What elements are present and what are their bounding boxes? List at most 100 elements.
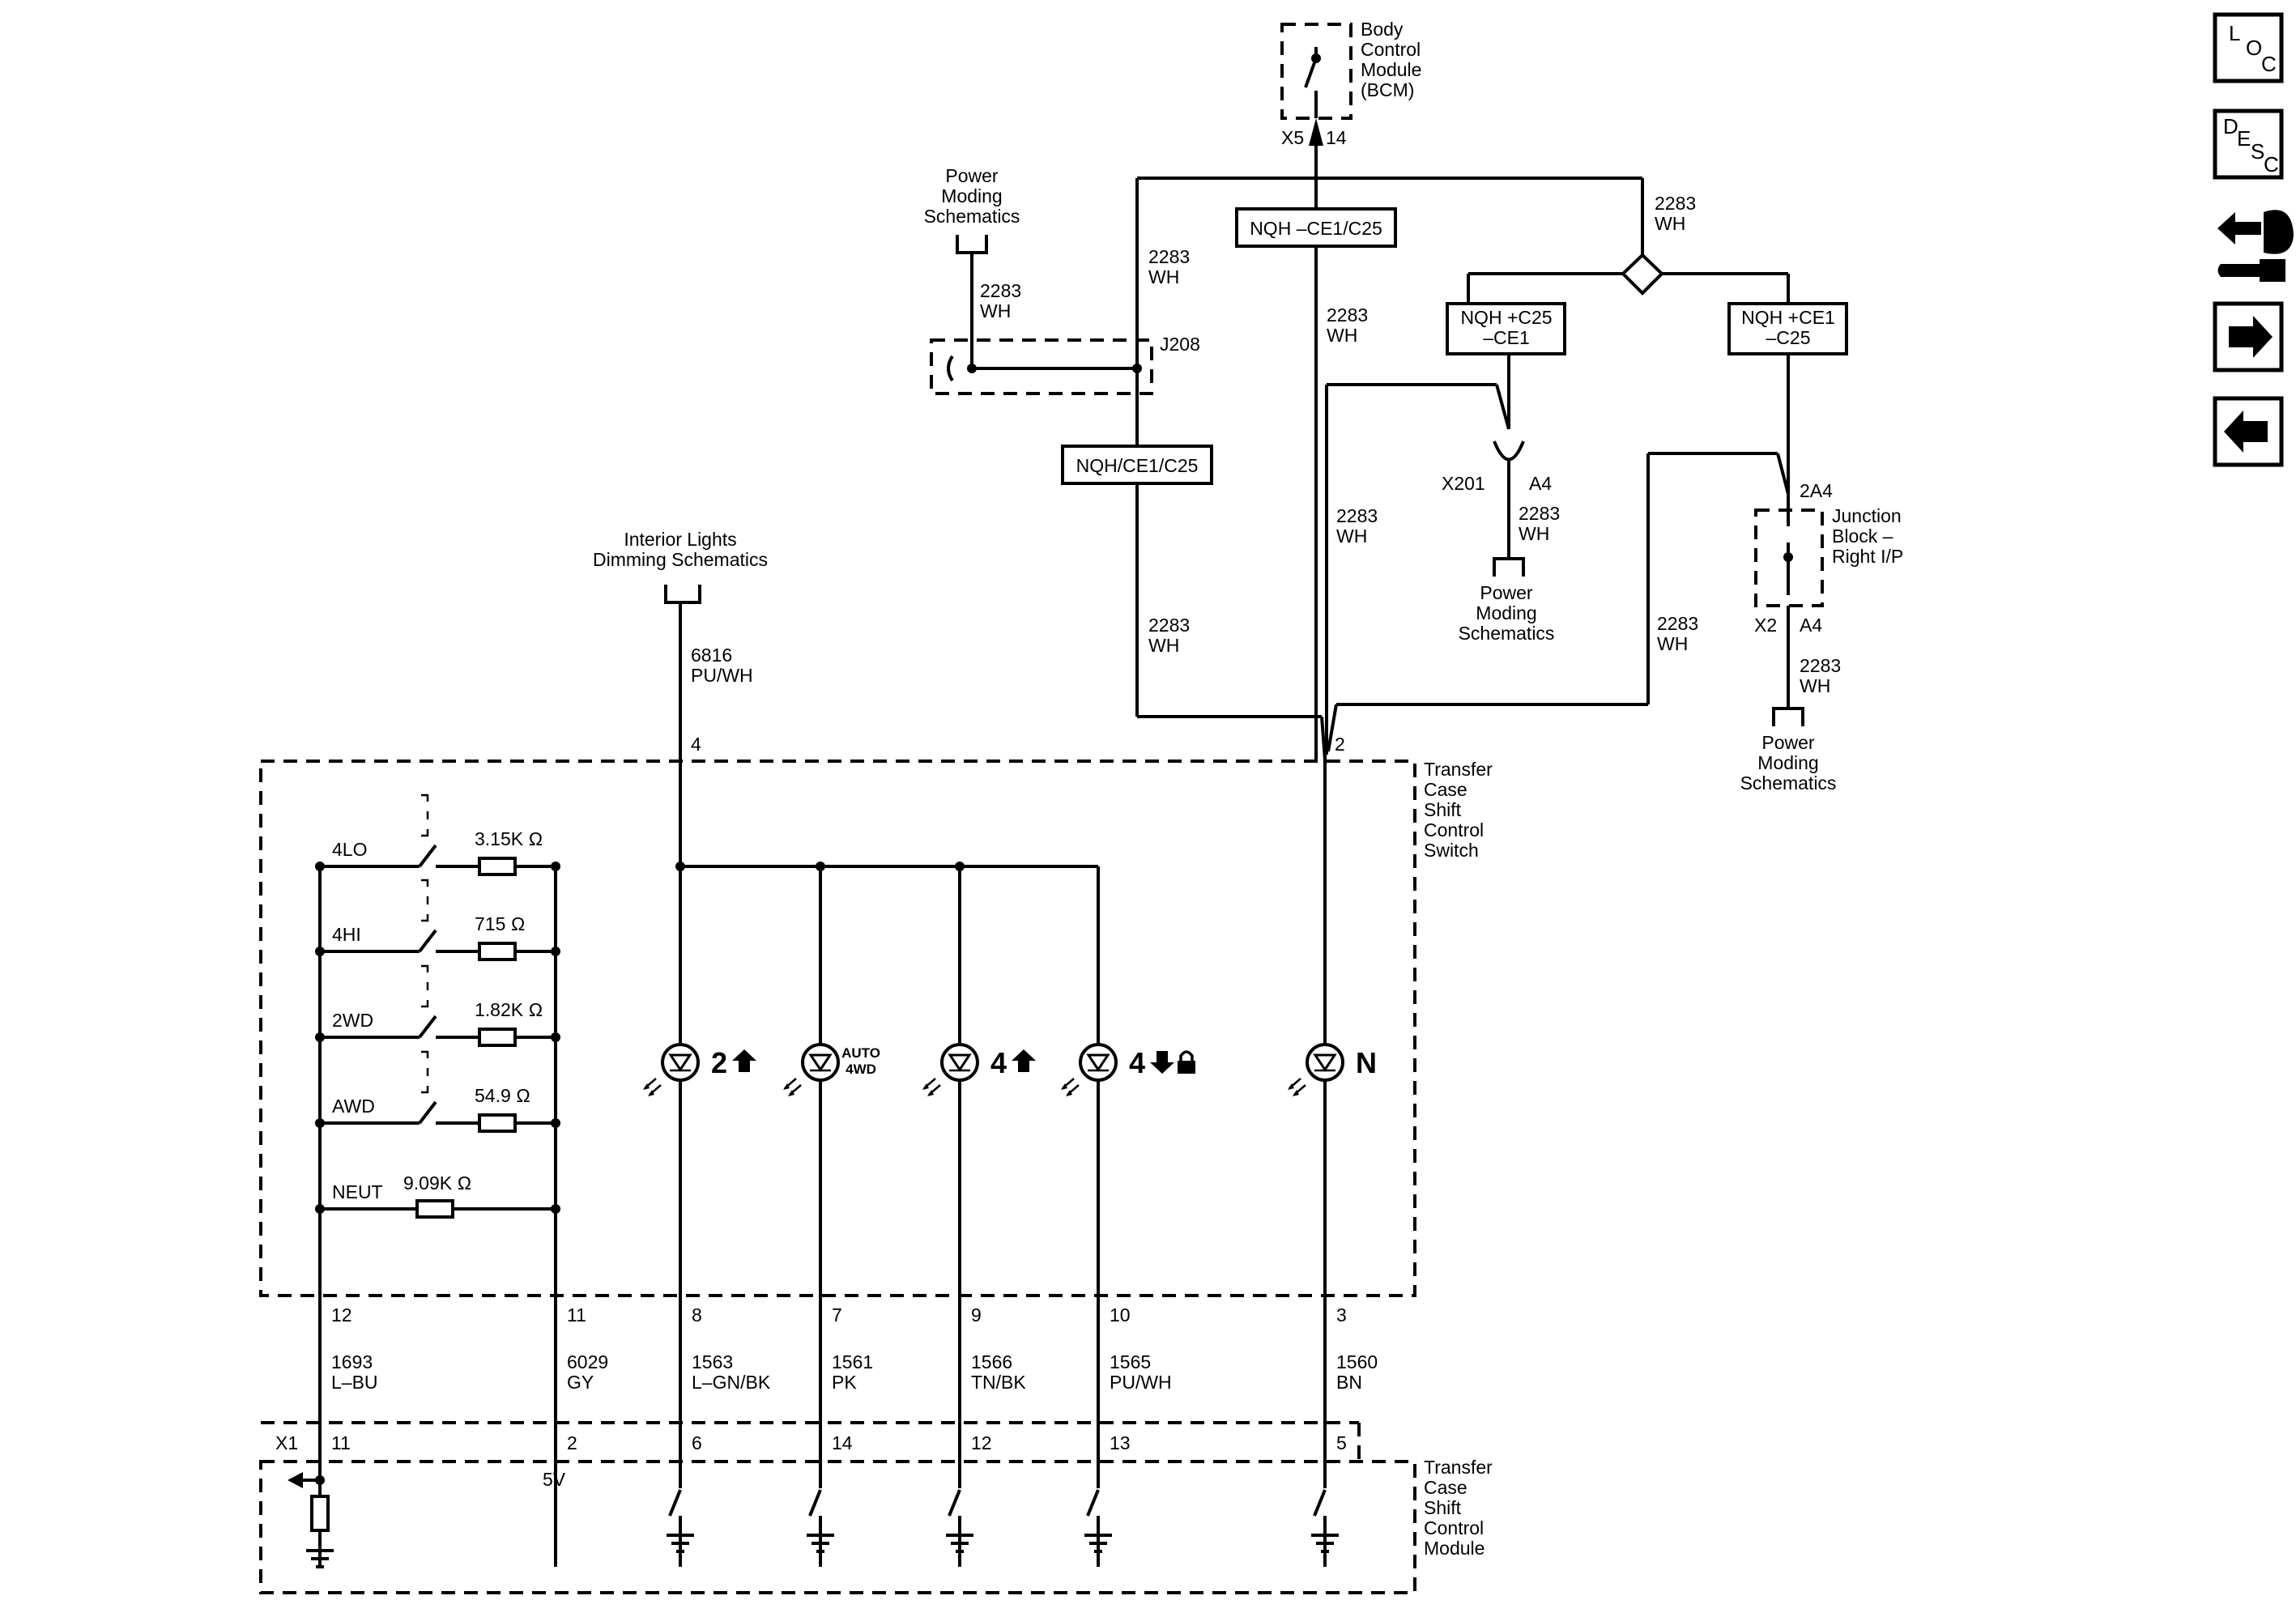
switch-name-line: Transfer — [1424, 759, 1493, 780]
resistor-value: 3.15K Ω — [475, 828, 543, 849]
transfer-case-module: X1 5V Transfer Case Shift Control Module — [259, 1421, 1493, 1594]
module-pin: 5 — [1336, 1432, 1347, 1453]
indicator-symbol: 2 — [711, 1046, 727, 1079]
circuit-number: 1565 — [1110, 1351, 1151, 1372]
module-pin: 11 — [331, 1432, 351, 1453]
switch-position-label: 4LO — [332, 839, 367, 860]
resistor-icon — [415, 1199, 454, 1219]
jb-top-pin: 2A4 — [1800, 480, 1833, 501]
loc-button[interactable]: L O C — [2213, 12, 2284, 83]
transfer-case-switch: 2 Transfer Case Shift Control Switch 4LO… — [259, 734, 1493, 1567]
switch-position-label: 4HI — [332, 924, 361, 945]
pullup-resistor-icon — [310, 1495, 330, 1532]
splice-break-icon — [947, 355, 954, 382]
left-arrow-icon — [2224, 411, 2268, 453]
wire-circuit-label: 2283 — [980, 280, 1021, 301]
bcm-pin: 14 — [1326, 127, 1347, 148]
driver-switch-icon — [948, 1489, 961, 1517]
switch-contact-icon — [418, 929, 437, 953]
resistor-icon — [478, 1113, 517, 1133]
inline-connector-icon — [1493, 440, 1525, 462]
option-box-mid-line: NQH +C25 — [1460, 307, 1552, 328]
up-arrow-icon — [1012, 1049, 1036, 1072]
wire-color-label: WH — [1336, 526, 1367, 547]
wire-color-label: WH — [1148, 266, 1179, 287]
switch-pin: 12 — [331, 1304, 352, 1326]
wire-color-label: WH — [1800, 675, 1830, 696]
schematic-ref-bracket-icon — [1493, 557, 1525, 577]
ground-icon — [807, 1534, 834, 1553]
switch-name-line: Shift — [1424, 799, 1462, 820]
option-box-left: NQH/CE1/C25 — [1061, 445, 1213, 485]
connector-view-button[interactable] — [2217, 210, 2294, 282]
wire-color-label: WH — [1657, 633, 1688, 654]
option-box-right: NQH +CE1 –C25 — [1727, 302, 1848, 355]
ground-icon — [1084, 1534, 1112, 1553]
power-moding-line: Schematics — [1740, 772, 1837, 794]
power-moding-line: Moding — [941, 185, 1002, 206]
switch-pin: 3 — [1336, 1304, 1347, 1326]
low-side-driver — [807, 1486, 834, 1567]
right-arrow-icon — [2229, 316, 2273, 358]
power-moding-line: Power — [1761, 732, 1815, 753]
up-arrow-icon — [732, 1049, 756, 1072]
inline-connector-x201: X201 A4 2283 WH Power Moding Schematics — [1442, 440, 1560, 644]
bcm-name-line: Body — [1361, 19, 1404, 40]
splice-label: J208 — [1160, 334, 1200, 355]
desc-letter: E — [2237, 126, 2251, 151]
circuit-number: 1566 — [971, 1351, 1012, 1372]
indicator-led: 2 — [643, 1043, 756, 1096]
splice-j208: J208 — [930, 334, 1200, 395]
driver-switch-icon — [1313, 1489, 1327, 1517]
output-circuits: 121693L–BU11116029GY281563L–GN/BK671561P… — [331, 1304, 1378, 1453]
switch-position-label: NEUT — [332, 1181, 383, 1202]
switch-feed-pin: 2 — [1335, 734, 1345, 755]
power-moding-ref-top: Power Moding Schematics 2283 WH — [924, 165, 1021, 368]
schematic-ref-bracket-icon — [1772, 707, 1804, 726]
bcm-name-line: (BCM) — [1361, 79, 1414, 100]
jb-pin: A4 — [1800, 615, 1822, 636]
desc-button[interactable]: D E S C — [2213, 109, 2284, 180]
wire-circuit-label: 2283 — [1519, 503, 1560, 524]
wire-circuit-label: 2283 — [1800, 655, 1841, 676]
wire-color-label: WH — [1519, 523, 1549, 544]
indicator-led: 4 — [1061, 1043, 1195, 1096]
resistor-value: 9.09K Ω — [403, 1172, 471, 1194]
connector-icon — [2217, 210, 2294, 282]
circuit-number: 6029 — [567, 1351, 608, 1372]
circuit-number: 1563 — [692, 1351, 733, 1372]
driver-switch-icon — [1086, 1489, 1100, 1517]
previous-button[interactable] — [2213, 396, 2284, 467]
lock-icon — [1178, 1050, 1195, 1074]
x201-connector: X201 — [1442, 473, 1485, 494]
loc-letter: C — [2261, 52, 2277, 76]
resistor-value: 1.82K Ω — [475, 999, 543, 1020]
option-box-left-label: NQH/CE1/C25 — [1076, 455, 1199, 476]
wire-color: GY — [567, 1372, 594, 1393]
module-name-line: Transfer — [1424, 1457, 1493, 1478]
switch-pin: 8 — [692, 1304, 702, 1326]
desc-letter: S — [2251, 139, 2264, 164]
bcm-outline — [1280, 23, 1352, 120]
interior-lights-ref: Interior Lights Dimming Schematics 6816 … — [593, 529, 768, 1567]
next-button[interactable] — [2213, 301, 2284, 372]
resistor-icon — [478, 857, 517, 876]
switch-name-line: Control — [1424, 819, 1484, 840]
resistor-icon — [478, 1028, 517, 1047]
wire-color-label: WH — [1655, 213, 1685, 234]
ground-icon — [946, 1534, 973, 1553]
loc-letter: O — [2246, 36, 2262, 60]
switch-contact-icon — [418, 1100, 437, 1125]
switch-contact-icon — [418, 844, 437, 868]
indicator-led: 4 — [922, 1043, 1036, 1096]
jb-name-line: Junction — [1832, 505, 1902, 526]
bcm-connector: X5 — [1281, 127, 1304, 148]
option-box-right-line: NQH +CE1 — [1741, 307, 1835, 328]
